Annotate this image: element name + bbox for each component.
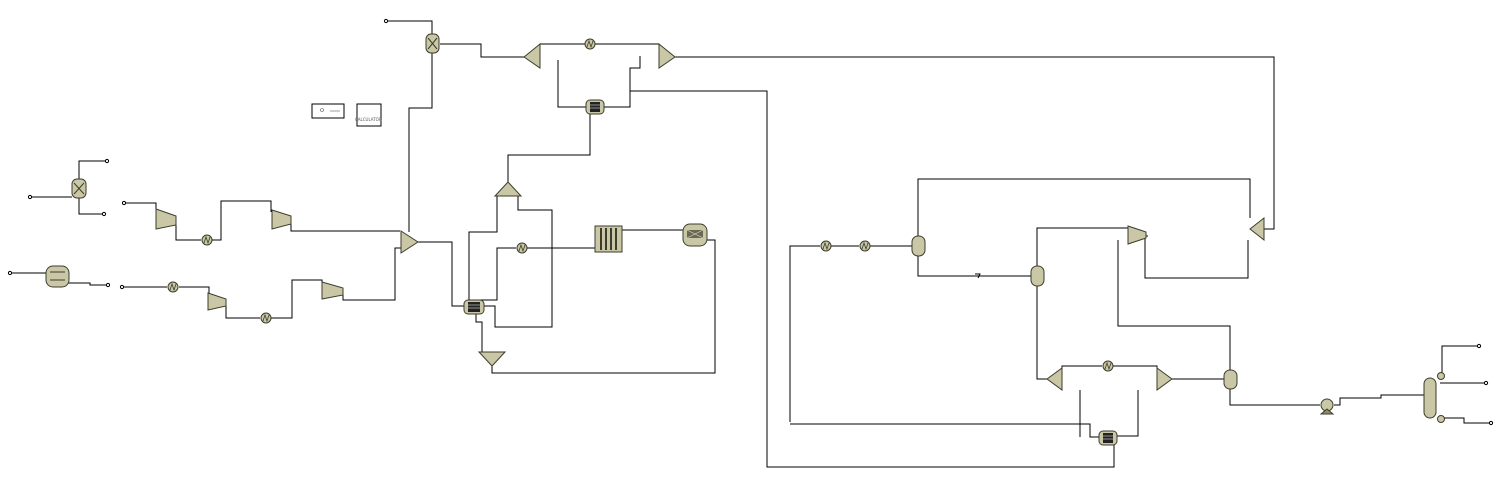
compressor-3[interactable]: [207, 292, 227, 311]
reactor-multitube[interactable]: [594, 225, 623, 253]
stream-top-feed[interactable]: [386, 20, 433, 35]
stream-hx-to-mid[interactable]: [507, 114, 591, 183]
feed-point[interactable]: [7, 270, 13, 276]
stream-lower-hx-right[interactable]: [1116, 390, 1139, 437]
stream-mid-reactor-return[interactable]: [491, 239, 716, 374]
stream-train2-b[interactable]: [179, 286, 210, 295]
mixer-top-right[interactable]: [658, 42, 676, 69]
flash-drum-1[interactable]: [911, 235, 926, 257]
splitter-mid-top[interactable]: [493, 181, 523, 197]
stream-marker: [975, 273, 981, 279]
product-point[interactable]: [101, 211, 107, 217]
stream-train2-d[interactable]: [271, 279, 323, 319]
stream-lower-loop-top[interactable]: [1061, 365, 1102, 370]
heater-icon[interactable]: [260, 312, 272, 324]
stream-top-hx-right[interactable]: [603, 90, 638, 108]
product-point[interactable]: [104, 158, 110, 164]
feed-point[interactable]: [383, 18, 389, 24]
stream-lower-loop-top-b[interactable]: [1113, 365, 1158, 370]
stream-top-hx-up[interactable]: [629, 56, 641, 91]
heater-icon[interactable]: [201, 234, 213, 246]
stream-right-feed[interactable]: [789, 245, 820, 422]
streams: [10, 20, 1491, 468]
stream-train2-c[interactable]: [225, 303, 260, 319]
stream-mid-splitter-left[interactable]: [468, 196, 498, 306]
feed-point[interactable]: [121, 200, 127, 206]
pump-icon[interactable]: [1319, 398, 1335, 415]
stream-main-mixer-out[interactable]: [418, 241, 465, 307]
stream-flash2-bottom[interactable]: [1036, 286, 1047, 380]
heater-icon[interactable]: [1102, 360, 1114, 372]
splitter-lower-left[interactable]: [1046, 367, 1063, 391]
heater-icon[interactable]: [167, 281, 179, 293]
stream-splitter-right-to-comp[interactable]: [1144, 235, 1249, 279]
heat-exchanger-mid[interactable]: [463, 299, 485, 315]
stream-left-out-1a[interactable]: [78, 160, 107, 180]
compressor-4[interactable]: [321, 281, 344, 300]
stream-mid-hx-down[interactable]: [475, 314, 483, 352]
compressor-right[interactable]: [1127, 225, 1147, 245]
stream-flash2-top[interactable]: [1036, 227, 1128, 266]
stream-top-to-right[interactable]: [675, 56, 1275, 230]
stream-reactor-to-main-mixer[interactable]: [408, 52, 433, 232]
stream-lower-feed-line[interactable]: [790, 423, 1100, 438]
heater-icon[interactable]: [516, 242, 528, 254]
stream-flash1-bottom[interactable]: [917, 256, 1031, 277]
product-point[interactable]: [1483, 380, 1489, 386]
stream-top-loop-upper[interactable]: [539, 43, 659, 56]
reactor-left[interactable]: [71, 178, 87, 199]
reactor-top[interactable]: [425, 33, 440, 54]
stream-mid-splitter-right[interactable]: [484, 196, 553, 328]
heater-icon[interactable]: [584, 38, 596, 50]
stream-train1-b[interactable]: [175, 222, 201, 241]
heater-icon[interactable]: [820, 240, 832, 252]
mixer-right-upper[interactable]: [1249, 216, 1265, 242]
flash-drum-3[interactable]: [1223, 369, 1238, 390]
heat-exchanger-top[interactable]: [585, 99, 605, 115]
reactor-horizontal-mid[interactable]: [682, 223, 708, 247]
compressor-1[interactable]: [155, 208, 177, 230]
stream-top-loop-lower[interactable]: [557, 60, 589, 108]
stream-left-out-2[interactable]: [68, 282, 108, 286]
design-spec-block[interactable]: [311, 103, 345, 119]
stream-train2-e[interactable]: [342, 247, 402, 301]
stream-train1-c[interactable]: [212, 200, 272, 241]
stream-endpoints: [7, 18, 1494, 426]
product-point[interactable]: [1476, 343, 1482, 349]
splitter-mid-bottom[interactable]: [477, 351, 507, 367]
stream-train1-a[interactable]: [124, 202, 157, 212]
mixer-lower-right[interactable]: [1156, 367, 1173, 391]
stream-left-out-1b[interactable]: [78, 196, 104, 215]
stream-reactor-to-mixer[interactable]: [440, 43, 524, 58]
stream-long-bottom[interactable]: [638, 90, 1115, 468]
flash-drum-2[interactable]: [1030, 265, 1045, 287]
feed-point[interactable]: [27, 194, 33, 200]
stream-comp-to-flash3[interactable]: [1117, 240, 1231, 370]
stream-train1-d[interactable]: [290, 222, 400, 232]
compressor-2[interactable]: [271, 209, 292, 230]
product-point[interactable]: [1488, 420, 1494, 426]
calculator-label: CALCULATOR: [355, 117, 382, 122]
distillation-column[interactable]: [1423, 372, 1445, 423]
stream-pump-to-column[interactable]: [1334, 394, 1424, 406]
feed-point[interactable]: [119, 284, 125, 290]
stream-mid-heater[interactable]: [476, 247, 516, 301]
reactor-horizontal-left[interactable]: [45, 265, 70, 288]
mixer-top-left[interactable]: [523, 42, 541, 69]
product-point[interactable]: [105, 282, 111, 288]
stream-flash1-top[interactable]: [917, 178, 1251, 236]
heater-icon[interactable]: [859, 240, 871, 252]
calculator-block[interactable]: CALCULATOR: [355, 103, 382, 127]
heat-exchanger-bottom[interactable]: [1098, 430, 1118, 446]
mixer-main[interactable]: [400, 230, 419, 254]
stream-flash3-bottom[interactable]: [1229, 388, 1320, 406]
stream-column-bottom[interactable]: [1440, 417, 1491, 424]
stream-column-top[interactable]: [1438, 345, 1479, 376]
